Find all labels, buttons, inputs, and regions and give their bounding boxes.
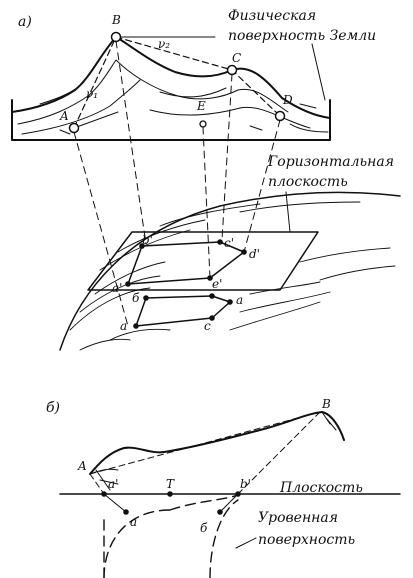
label-b-b: б	[200, 521, 208, 535]
label-B: B	[111, 13, 121, 27]
surface-caption-line1: Физическая	[228, 8, 316, 24]
profile-hatching-b	[321, 411, 337, 431]
surface-caption-line2: поверхность Земли	[228, 28, 376, 44]
point-b-marker	[110, 31, 122, 43]
label-d-prime: d'	[249, 247, 260, 261]
terrain-hatching	[17, 59, 329, 135]
label-b-prime: b'	[142, 233, 153, 247]
horizontal-plane	[87, 231, 319, 291]
panel-a: а) B	[11, 8, 401, 351]
earth-hatching	[69, 201, 396, 351]
projection-lines	[73, 40, 281, 327]
label-E: E	[196, 99, 206, 113]
plane-caption-line1: Горизонтальная	[267, 154, 394, 170]
label-angle-2: ν₂	[158, 37, 170, 51]
level-points	[133, 293, 233, 329]
label-c-prime: c'	[224, 236, 234, 250]
panel-b: б) A B a' T b' a б Плоск	[46, 397, 401, 578]
earth-surface-edge	[59, 191, 401, 351]
point-c-marker	[226, 64, 238, 76]
plane-polygon	[127, 241, 245, 285]
point-e-marker	[199, 120, 207, 128]
label-e-prime: e'	[212, 277, 222, 291]
physical-surface-line	[11, 36, 331, 119]
plane-points	[125, 239, 247, 287]
level-caption-line1: Уровенная	[258, 510, 338, 526]
label-C: C	[232, 51, 241, 65]
level-arc-left	[103, 509, 171, 578]
label-a-prime: a'	[112, 281, 122, 295]
plane-caption-leader	[285, 191, 291, 233]
chord-a-b	[89, 411, 321, 475]
label-D: D	[282, 93, 293, 107]
horizon-line-a	[73, 111, 119, 129]
plane-caption-line2: плоскость	[268, 174, 348, 190]
panel-b-label: б)	[46, 400, 60, 416]
level-caption-line2: поверхность	[258, 532, 355, 548]
profile-line	[89, 411, 345, 475]
label-lower-d: a	[236, 293, 243, 307]
label-angle-1: ν₁	[86, 87, 98, 101]
projection-a	[89, 473, 105, 495]
label-b-a-prime: a'	[108, 477, 118, 491]
label-b-A: A	[77, 459, 87, 473]
surface-caption-leader	[311, 43, 326, 101]
label-b-B: B	[321, 397, 331, 411]
label-b-b-prime: b'	[240, 477, 251, 491]
earth-surface	[59, 191, 401, 351]
plane-caption-b: Плоскость	[279, 480, 363, 496]
label-lower-c: c	[204, 319, 211, 333]
label-A: A	[59, 109, 69, 123]
panel-a-label: а)	[18, 14, 32, 30]
label-b-a: a	[130, 515, 137, 529]
terrain-box	[11, 99, 331, 141]
level-arc-right	[209, 499, 239, 578]
level-caption-leader	[235, 537, 257, 549]
label-lower-b: б	[132, 291, 140, 305]
level-polygon	[135, 295, 231, 327]
line-a-b	[73, 36, 117, 129]
point-a-marker	[68, 122, 80, 134]
label-lower-a: a	[120, 319, 127, 333]
label-b-T: T	[166, 477, 175, 491]
plane-to-level-links	[103, 493, 239, 513]
point-d-marker	[274, 110, 286, 122]
